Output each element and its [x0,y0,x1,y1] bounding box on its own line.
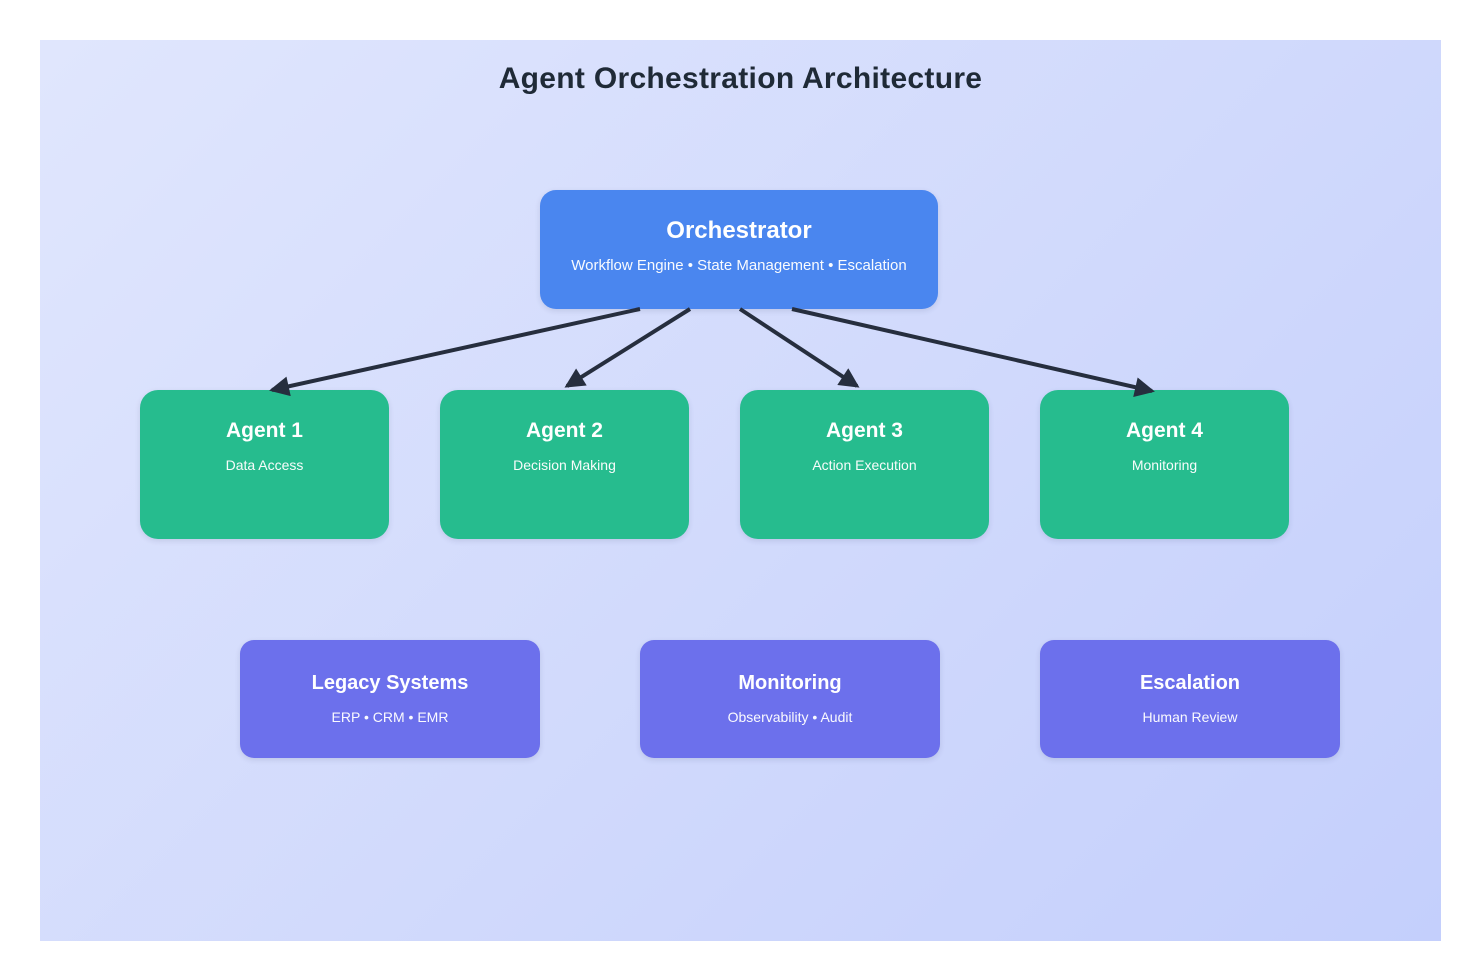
agent-3-node-subtitle: Action Execution [812,457,917,473]
monitoring-node-title: Monitoring [738,672,842,694]
agent-2-node: Agent 2 Decision Making [440,390,689,539]
agent-2-node-subtitle: Decision Making [513,457,616,473]
legacy-systems-node: Legacy Systems ERP • CRM • EMR [240,640,540,758]
escalation-node-subtitle: Human Review [1142,709,1238,725]
agent-2-node-title: Agent 2 [525,419,603,442]
escalation-node: Escalation Human Review [1040,640,1340,758]
arrow-orchestrator-to-agent-4 [791,307,1155,397]
agent-4-node-title: Agent 4 [1125,419,1203,442]
arrow-orchestrator-to-agent-3 [738,307,860,388]
escalation-node-title: Escalation [1139,672,1241,694]
legacy-systems-node-title: Legacy Systems [311,672,469,694]
agent-1-node-title: Agent 1 [225,419,303,442]
legacy-systems-node-subtitle: ERP • CRM • EMR [331,709,449,725]
page-title: Agent Orchestration Architecture [498,62,983,95]
agent-4-node: Agent 4 Monitoring [1040,390,1289,539]
agent-1-node: Agent 1 Data Access [140,390,389,539]
agent-3-node: Agent 3 Action Execution [740,390,989,539]
monitoring-node: Monitoring Observability • Audit [640,640,940,758]
arrow-orchestrator-to-agent-1 [269,307,641,397]
monitoring-node-subtitle: Observability • Audit [727,709,853,725]
diagram-canvas: Agent Orchestration Architecture Orchest… [40,40,1441,941]
orchestrator-node-subtitle: Workflow Engine • State Management • Esc… [571,257,907,274]
arrow-orchestrator-to-agent-2 [564,307,692,388]
agent-4-node-subtitle: Monitoring [1131,457,1198,473]
orchestrator-node-title: Orchestrator [666,217,812,244]
agent-3-node-title: Agent 3 [825,419,903,442]
orchestrator-node: Orchestrator Workflow Engine • State Man… [540,190,938,309]
agent-1-node-subtitle: Data Access [225,457,304,473]
